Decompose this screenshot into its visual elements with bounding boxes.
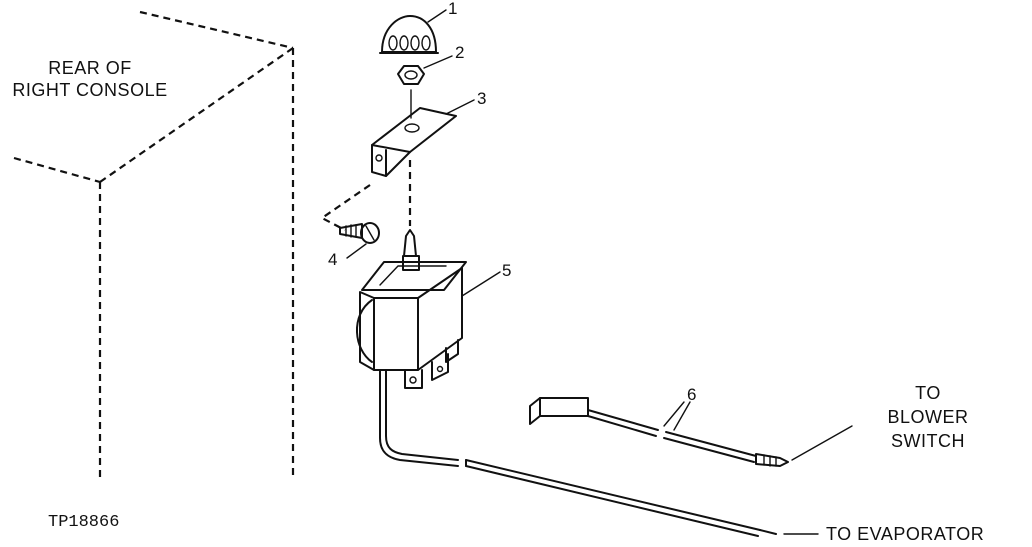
wire-harness-part-6: [529, 397, 789, 467]
figure-reference: TP18866: [48, 513, 119, 532]
callout-1: 1: [448, 0, 457, 18]
leader-6b: [673, 401, 691, 431]
blower-label-line-2: BLOWER: [887, 407, 968, 427]
callout-4: 4: [328, 250, 337, 269]
bracket-part-3: [371, 107, 457, 177]
leader-3: [445, 99, 475, 115]
callout-2: 2: [455, 43, 464, 62]
callout-3: 3: [477, 89, 486, 108]
evaporator-label: TO EVAPORATOR: [826, 524, 984, 542]
blower-label-line-1: TO: [915, 383, 941, 403]
blower-label-line-3: SWITCH: [891, 431, 965, 451]
screw-part-4: [339, 222, 380, 244]
leader-6a: [663, 401, 685, 427]
thermostat-switch-part-5: [356, 229, 467, 389]
leader-5: [461, 271, 501, 297]
console-label-line-2: RIGHT CONSOLE: [12, 80, 167, 100]
knob-part-1: [379, 15, 439, 54]
callout-5: 5: [502, 261, 511, 280]
leader-4: [346, 243, 367, 259]
assembly-guide-screw: [319, 184, 371, 231]
nut-part-2: [397, 65, 425, 85]
console-outline: [13, 10, 295, 480]
leader-2: [423, 55, 453, 69]
leader-blower: [791, 425, 853, 461]
console-label-line-1: REAR OF: [48, 58, 132, 78]
callout-6: 6: [687, 385, 696, 404]
capillary-tube: [379, 369, 777, 537]
leader-1: [427, 9, 447, 23]
